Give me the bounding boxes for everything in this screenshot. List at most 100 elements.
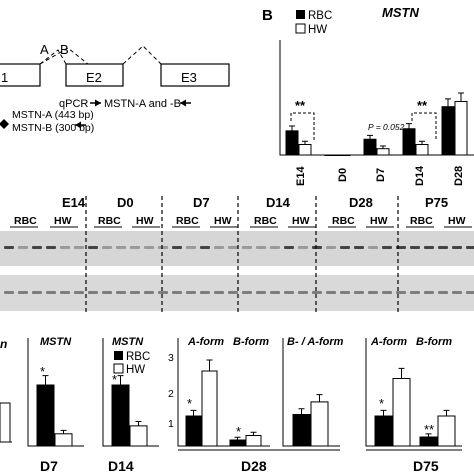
gel-lane-label: RBC	[410, 215, 433, 227]
gel-band-bottom	[312, 291, 322, 294]
gel-band-top	[200, 246, 210, 249]
gel-band-top	[256, 246, 266, 249]
panel-b-letter: B	[262, 7, 273, 24]
gel-stage-p75: P75	[425, 195, 448, 210]
bar-hw-b-a-form	[310, 401, 329, 447]
error-bar-rbc-b-a-form	[298, 408, 305, 415]
error-bar-rbc-a-form	[190, 409, 197, 416]
bar-rbc-a-form	[185, 415, 202, 447]
gel-band-top	[312, 246, 322, 249]
error-bar-rbc-d14	[117, 375, 124, 385]
bar-rbc-b-form	[419, 436, 438, 447]
panel-d75-b-title: B-form	[416, 336, 452, 348]
gel-band-bottom	[214, 291, 224, 294]
gel-band-top	[74, 246, 84, 249]
panel-d7-title: MSTN	[40, 336, 72, 348]
splice-a-label: A	[40, 42, 49, 57]
gel-band-top	[410, 246, 420, 249]
gel-band-top	[172, 246, 182, 249]
legend-rbc-swatch-bottom	[114, 351, 123, 360]
error-bar-rbc-d7	[42, 375, 49, 385]
error-bar-rbc-d7	[367, 134, 373, 140]
gel-band-bottom	[410, 291, 420, 294]
panel-d28-star-b: *	[236, 424, 241, 439]
panel-d14-title: MSTN	[112, 336, 144, 348]
gel-lane-label: RBC	[254, 215, 277, 227]
gel-band-top	[284, 246, 294, 249]
error-bar-rbc-b-form	[425, 433, 432, 437]
gel-band-top	[298, 246, 308, 249]
error-bar-hw-a-form	[206, 359, 213, 371]
gel-lane-label: HW	[54, 215, 72, 227]
sig-label-e14: **	[295, 98, 306, 113]
product-b-label: MSTN-B (300 bp)	[12, 122, 94, 134]
gel-band-bottom	[200, 291, 210, 294]
error-bar-hw-e14	[302, 140, 308, 145]
bar-hw-a-form	[201, 370, 218, 447]
error-bar-hw-d7	[380, 145, 386, 149]
legend-rbc-swatch	[296, 10, 305, 19]
gel-band-top	[102, 246, 112, 249]
bar-hw-d14	[129, 425, 148, 447]
panel-d28: A-form B-form B- / A-form 3 2 1 * * D28	[168, 336, 344, 474]
diamond-marker	[0, 119, 9, 129]
panel-d28-ratio-bars	[292, 394, 329, 447]
gel-band-top	[326, 246, 336, 249]
legend-hw-label-bottom: HW	[126, 364, 145, 376]
gel-lane-label: RBC	[14, 215, 37, 227]
gel-band-bottom	[60, 291, 70, 294]
gel-band-bottom	[340, 291, 350, 294]
panel-b: B MSTN RBC HW ** P = 0.052 ** E14 D0 D7 …	[262, 5, 474, 186]
gel-band-bottom	[354, 291, 364, 294]
gel-band-top	[438, 246, 448, 249]
gel-band-bottom	[74, 291, 84, 294]
gel-band-bottom	[368, 291, 378, 294]
bar-hw-b-form	[245, 435, 262, 447]
panel-d75-bars	[374, 367, 456, 447]
bar-hw-b-form	[437, 415, 456, 447]
x-tick-e14: E14	[295, 166, 307, 186]
panel-d28-star-a: *	[187, 396, 192, 411]
gel-lane-label: HW	[136, 215, 154, 227]
error-bar-rbc-d28	[445, 98, 451, 107]
legend-hw-swatch	[295, 23, 306, 34]
gel-band-bottom	[438, 291, 448, 294]
bar-hw-d7	[54, 433, 73, 447]
splice-a-line	[39, 49, 67, 65]
gel-band-bottom	[284, 291, 294, 294]
gel-band-bottom	[88, 291, 98, 294]
gel-band-bottom	[326, 291, 336, 294]
gel-band-top	[214, 246, 224, 249]
qpcr-target-label: MSTN-A and -B	[104, 98, 181, 110]
gel-band-top	[270, 246, 280, 249]
x-tick-d7: D7	[375, 168, 387, 182]
bar-rbc-d14	[111, 384, 130, 447]
gel-band-bottom	[116, 291, 126, 294]
gel-band-top	[4, 246, 14, 249]
panel-d28-ab-bars	[185, 359, 262, 447]
sig-bracket-d14	[411, 112, 437, 141]
panel-d7-label: D7	[40, 458, 58, 474]
x-tick-d14: D14	[414, 165, 426, 186]
gel-stage-d0: D0	[117, 195, 134, 210]
qpcr-forward-arrow-head	[95, 99, 101, 107]
gel-band-top	[46, 246, 56, 249]
bar-hw-a-form	[392, 378, 411, 447]
gel-band-top	[424, 246, 434, 249]
splice-b-label: B	[60, 42, 69, 57]
error-bar-hw-b-form	[443, 409, 450, 416]
gel-band-bottom	[270, 291, 280, 294]
sig-bracket-e14	[290, 112, 315, 141]
bar-hw-d0	[337, 154, 351, 156]
gel-dividers	[85, 196, 399, 313]
exon-1-label: 1	[1, 70, 8, 85]
panel-d28-tick-2: 2	[168, 388, 174, 400]
gel-stage-d14: D14	[266, 195, 291, 210]
panel-d28-ratio-title: B- / A-form	[287, 336, 344, 348]
bar-rbc-b-form	[229, 439, 246, 447]
gel-lane-label: RBC	[332, 215, 355, 227]
bar-rbc-d7	[36, 384, 55, 447]
gel-band-top	[242, 246, 252, 249]
bar-rbc-a-form	[374, 415, 393, 447]
panel-b-title: MSTN	[382, 5, 419, 20]
